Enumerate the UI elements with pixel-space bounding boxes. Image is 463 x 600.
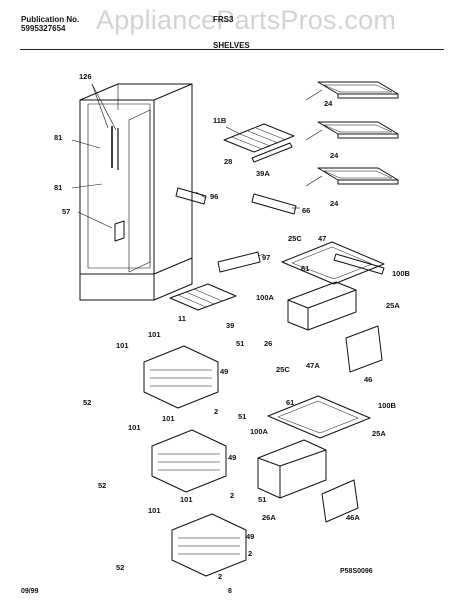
callout-label: 25A <box>386 301 400 310</box>
callout-label: 81 <box>54 133 62 142</box>
callout-label: 24 <box>324 99 333 108</box>
figure-code: P58S0096 <box>340 568 373 575</box>
shelf-24-middle <box>317 121 399 139</box>
callout-label: 96 <box>210 192 218 201</box>
crisper-cover-47a <box>267 395 371 439</box>
callout-label: 25C <box>288 234 302 243</box>
callout-label: 52 <box>116 563 124 572</box>
publication-number: 5995327654 <box>21 24 66 33</box>
wire-shelf-11 <box>169 283 237 311</box>
callout-label: 51 <box>238 412 246 421</box>
callout-label: 101 <box>148 330 161 339</box>
callout-label: 51 <box>258 495 266 504</box>
shelf-24-top <box>317 81 399 99</box>
callout-label: 2 <box>248 549 252 558</box>
callout-label: 61 <box>301 264 309 273</box>
part-66 <box>251 193 297 215</box>
basket-49-upper <box>143 345 219 409</box>
callout-label: 100A <box>256 293 275 302</box>
callout-label: 26 <box>264 339 272 348</box>
drawer-front-46 <box>345 325 383 373</box>
part-97 <box>217 251 261 273</box>
callout-label: 47 <box>318 234 326 243</box>
callout-labels: 126 81 81 57 11B 28 39A 96 66 24 24 24 2… <box>54 72 411 581</box>
callout-label: 101 <box>128 423 141 432</box>
callout-label: 46A <box>346 513 360 522</box>
callout-label: 47A <box>306 361 320 370</box>
callout-label: 126 <box>79 72 92 81</box>
wire-shelf-11b <box>223 123 295 163</box>
callout-label: 100B <box>392 269 411 278</box>
callout-label: 101 <box>180 495 193 504</box>
publication-label: Publication No. <box>21 15 80 24</box>
basket-49-lower <box>171 513 247 577</box>
callout-label: 39A <box>256 169 270 178</box>
watermark: AppliancePartsPros.com <box>96 5 397 35</box>
callout-label: 81 <box>54 183 62 192</box>
callout-label: 24 <box>330 151 339 160</box>
drawer-front-46a <box>321 479 359 523</box>
callout-label: 51 <box>236 339 244 348</box>
callout-label: 57 <box>62 207 70 216</box>
part-96 <box>175 187 207 205</box>
section-title: SHELVES <box>213 41 250 50</box>
callout-label: 11B <box>213 116 227 125</box>
crisper-cover-47 <box>281 241 385 285</box>
footer-page: 8 <box>228 588 232 595</box>
callout-label: 101 <box>162 414 175 423</box>
header-rule <box>20 49 444 50</box>
callout-label: 2 <box>230 491 234 500</box>
callout-label: 2 <box>214 407 218 416</box>
callout-label: 49 <box>228 453 236 462</box>
callout-label: 39 <box>226 321 234 330</box>
crisper-drawer-26a <box>257 439 327 499</box>
callout-label: 61 <box>286 398 294 407</box>
callout-label: 100B <box>378 401 397 410</box>
callout-label: 28 <box>224 157 232 166</box>
footer-date: 09/99 <box>21 588 39 595</box>
callout-label: 11 <box>178 314 186 323</box>
cabinet-illustration <box>79 83 193 301</box>
callout-label: 52 <box>98 481 106 490</box>
callout-label: 101 <box>116 341 129 350</box>
crisper-drawer-26 <box>287 281 357 331</box>
callout-label: 52 <box>83 398 91 407</box>
callout-label: 97 <box>262 253 270 262</box>
basket-49-middle <box>151 429 227 493</box>
callout-label: 49 <box>246 532 254 541</box>
leader-lines <box>71 83 323 257</box>
callout-label: 101 <box>148 506 161 515</box>
callout-label: 25A <box>372 429 386 438</box>
callout-label: 26A <box>262 513 276 522</box>
shelf-24-bottom <box>317 167 399 185</box>
callout-label: 49 <box>220 367 228 376</box>
callout-label: 46 <box>364 375 372 384</box>
callout-label: 66 <box>302 206 310 215</box>
callout-label: 25C <box>276 365 290 374</box>
callout-label: 2 <box>218 572 222 581</box>
callout-label: 100A <box>250 427 269 436</box>
callout-label: 24 <box>330 199 339 208</box>
model-number: FRS3 <box>213 15 234 24</box>
